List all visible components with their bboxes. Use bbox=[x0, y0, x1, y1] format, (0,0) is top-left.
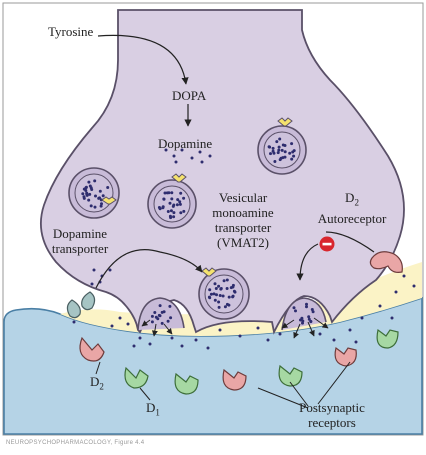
vmat-label-line2: monoamine bbox=[212, 205, 274, 220]
postsynaptic-receptors-label-line1: Postsynaptic bbox=[299, 400, 365, 415]
vmat-transporter-icon bbox=[101, 117, 293, 277]
d2-autoreceptor-icon bbox=[369, 251, 403, 273]
d1-label-main: D bbox=[146, 400, 156, 415]
reuptake-arrow bbox=[95, 249, 203, 289]
inhibition-icon bbox=[319, 236, 335, 252]
vmat-label-line4: (VMAT2) bbox=[217, 235, 269, 250]
d2-autoreceptor-label-sub: 2 bbox=[354, 197, 359, 208]
d2-autoreceptor-label: D2 Autoreceptor bbox=[296, 190, 408, 226]
d1-label-sub: 1 bbox=[155, 407, 160, 418]
dopamine-transporter-label: Dopamine transporter bbox=[38, 226, 122, 256]
autoreceptor-arrow bbox=[296, 231, 375, 281]
release-arrows bbox=[141, 317, 329, 339]
postsynaptic-receptors-label-line2: receptors bbox=[308, 415, 356, 430]
postsynaptic-pointer-lines bbox=[257, 361, 351, 409]
vmat-label-line3: transporter bbox=[214, 220, 272, 235]
d2-postsynaptic-label: D2 bbox=[90, 374, 104, 395]
vesicle-center bbox=[147, 179, 197, 229]
synthesis-arrows bbox=[97, 34, 192, 127]
d2-postsynaptic-label-main: D bbox=[90, 374, 100, 389]
receptor-subtype-lines bbox=[95, 361, 151, 401]
dopa-label: DOPA bbox=[172, 88, 207, 103]
dopamine-molecules bbox=[72, 137, 416, 350]
vesicle-lower bbox=[198, 268, 250, 320]
dopamine-transporter-icon bbox=[66, 291, 96, 319]
dopamine-transporter-label-line1: Dopamine bbox=[52, 226, 108, 241]
figure-credit: NEUROPSYCHOPHARMACOLOGY, Figure 4.4 bbox=[6, 440, 145, 446]
tyrosine-label: Tyrosine bbox=[48, 24, 94, 39]
fusing-vesicle-left bbox=[137, 297, 185, 331]
d2-autoreceptor-label-line2: Autoreceptor bbox=[317, 210, 387, 226]
dopamine-label: Dopamine bbox=[158, 136, 213, 151]
postsynaptic-receptors-label: Postsynaptic receptors bbox=[282, 400, 382, 430]
figure-frame bbox=[2, 2, 424, 436]
vmat-label-line1: Vesicular bbox=[218, 190, 268, 205]
fusing-vesicle-right bbox=[281, 297, 327, 331]
vmat-label: Vesicular monoamine transporter (VMAT2) bbox=[198, 190, 288, 250]
d1-receptor-icon bbox=[124, 328, 399, 395]
dopamine-transporter-label-line2: transporter bbox=[51, 241, 109, 256]
d2-receptor-icon bbox=[79, 336, 357, 391]
d2-autoreceptor-label-main: D bbox=[345, 190, 355, 205]
d2-postsynaptic-label-sub: 2 bbox=[99, 381, 104, 392]
vesicle-left bbox=[68, 167, 120, 219]
d1-label: D1 bbox=[146, 400, 160, 421]
